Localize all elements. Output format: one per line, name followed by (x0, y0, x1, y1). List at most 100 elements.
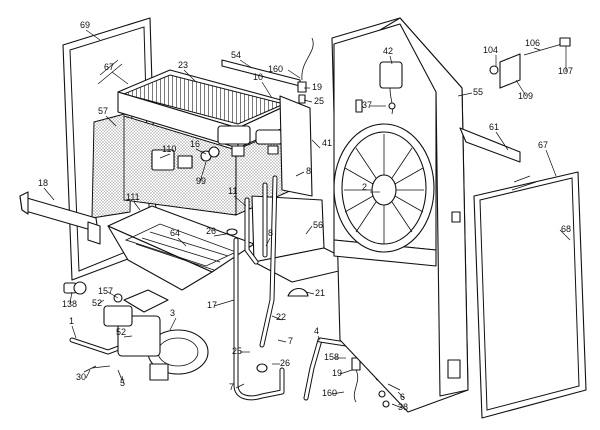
callout-7a: 7 (288, 336, 293, 346)
leader-line (457, 92, 473, 97)
leader-line (85, 369, 91, 379)
callout-67a: 67 (104, 62, 114, 72)
insulation-panel-57 (91, 111, 133, 219)
callout-25b: 25 (232, 346, 242, 356)
callout-37: 37 (362, 100, 372, 110)
callout-11: 11 (228, 186, 237, 196)
leader-line (177, 237, 187, 247)
leader-line (305, 291, 315, 295)
leader-line (199, 161, 207, 183)
leader-line (123, 335, 133, 338)
leader-line (235, 383, 245, 389)
callout-8a: 8 (306, 166, 311, 176)
callout-3: 3 (170, 308, 175, 318)
leader-line (69, 291, 73, 304)
callout-21: 21 (315, 288, 325, 298)
leader-line (97, 299, 105, 305)
leader-line (515, 79, 527, 97)
leader-line (183, 69, 197, 83)
leader-line (133, 201, 141, 211)
callout-30: 30 (76, 372, 86, 382)
callout-42: 42 (383, 46, 393, 56)
callout-5: 5 (120, 378, 125, 388)
callout-8b: 8 (268, 228, 273, 238)
mounting-rail-18 (19, 191, 101, 245)
pressure-switch-42 (379, 61, 403, 115)
callout-104: 104 (483, 45, 498, 55)
callout-69: 69 (80, 20, 90, 30)
leader-line (233, 195, 247, 207)
leader-line (43, 187, 55, 201)
callout-7b: 7 (229, 382, 234, 392)
leader-line (195, 148, 207, 155)
leader-line (213, 299, 235, 307)
small-fasteners (83, 228, 401, 408)
callout-64: 64 (170, 228, 180, 238)
leader-line (317, 335, 321, 341)
callout-61: 61 (489, 122, 499, 132)
callout-52a: 52 (92, 298, 102, 308)
callout-6: 6 (400, 392, 405, 402)
callout-55: 55 (473, 87, 483, 97)
leader-line (389, 55, 393, 65)
leader-line (533, 47, 541, 51)
leader-line (545, 149, 557, 177)
callout-26b: 26 (280, 358, 290, 368)
fan-wheel-2 (333, 123, 435, 253)
leader-line (121, 375, 125, 385)
left-fittings (63, 281, 123, 303)
callout-109: 109 (518, 91, 533, 101)
callout-138: 138 (62, 299, 77, 309)
leader-line (261, 81, 273, 99)
callout-57: 57 (98, 106, 108, 116)
callout-2: 2 (362, 182, 367, 192)
leader-line (85, 29, 101, 41)
callout-19a: 19 (312, 82, 322, 92)
return-pipe-17 (233, 237, 285, 401)
top-sensor-cable (297, 37, 314, 104)
callout-54: 54 (231, 50, 241, 60)
rear-cover-61 (459, 127, 521, 163)
callout-110: 110 (162, 144, 176, 154)
callout-38: 38 (398, 402, 408, 412)
leader-line (397, 391, 405, 399)
callout-68: 68 (561, 224, 571, 234)
leader-line (265, 237, 271, 247)
callout-56: 56 (313, 220, 323, 230)
burner-tray-64 (107, 205, 255, 291)
heat-exchanger-side-10 (279, 95, 313, 197)
leader-line (169, 317, 177, 331)
leader-line (213, 233, 227, 237)
callout-67b: 67 (538, 140, 548, 150)
leader-line (159, 153, 171, 159)
bracket-assembly (489, 37, 571, 89)
callout-23: 23 (178, 60, 188, 70)
leader-line (331, 391, 345, 395)
callout-99: 99 (196, 176, 206, 186)
callout-157: 157 (98, 286, 113, 296)
callout-111: 111 (126, 192, 140, 202)
lower-shroud-56 (251, 195, 361, 283)
leader-line (305, 225, 313, 235)
leader-line (311, 139, 321, 149)
callout-41: 41 (322, 138, 332, 148)
callout-10: 10 (253, 72, 263, 82)
leader-line (271, 315, 283, 321)
callout-158: 158 (324, 352, 339, 362)
leader-line (495, 131, 509, 151)
leader-line (295, 171, 305, 177)
leader-line (339, 369, 353, 375)
callout-160a: 160 (268, 64, 283, 74)
callout-26a: 26 (206, 226, 216, 236)
leader-line (287, 69, 301, 79)
leader-line (239, 59, 253, 69)
callout-160b: 160 (322, 388, 337, 398)
leader-line (105, 115, 117, 127)
burner-electrodes (151, 145, 279, 171)
callout-labels: 69 67 57 23 54 10 160 19 25 42 37 55 104… (38, 20, 573, 412)
callout-19b: 19 (332, 368, 342, 378)
callout-17: 17 (207, 300, 217, 310)
callout-18: 18 (38, 178, 48, 188)
leader-line (277, 339, 287, 343)
